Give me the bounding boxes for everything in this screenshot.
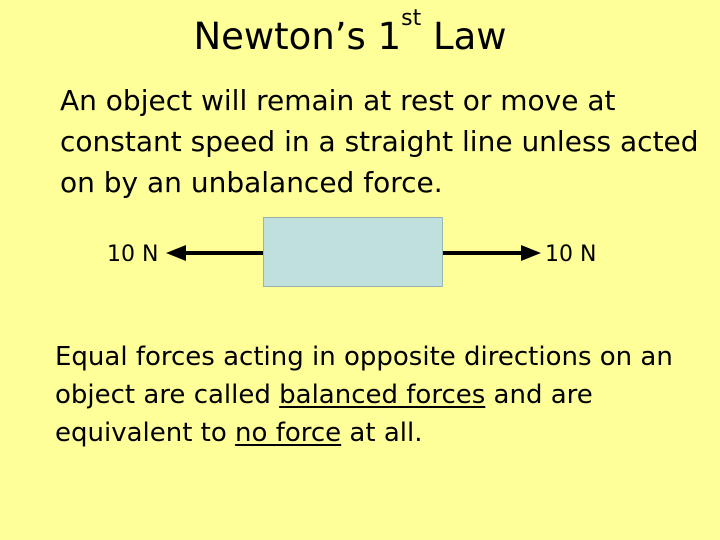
title-superscript: st	[401, 6, 422, 31]
conclusion-part2: and are equivalent to	[55, 380, 593, 448]
left-force-label: 10 N	[107, 242, 159, 267]
balanced-forces-term: balanced forces	[279, 380, 486, 410]
right-force-arrow	[443, 245, 541, 261]
no-force-term: no force	[235, 418, 342, 448]
conclusion-text: Equal forces acting in opposite directio…	[55, 338, 715, 452]
conclusion-part3: at all.	[341, 418, 423, 448]
force-arrows	[166, 245, 541, 261]
conclusion-part1: Equal forces acting in opposite directio…	[55, 342, 673, 410]
title-main: Newton’s 1	[193, 15, 402, 58]
force-diagram: 10 N 10 N	[0, 205, 720, 295]
left-force-arrow	[166, 245, 263, 261]
slide-title: Newton’s 1st Law	[0, 8, 700, 62]
right-force-label: 10 N	[545, 242, 597, 267]
object-box	[263, 217, 443, 287]
law-statement: An object will remain at rest or move at…	[60, 84, 699, 199]
title-end: Law	[421, 15, 507, 58]
